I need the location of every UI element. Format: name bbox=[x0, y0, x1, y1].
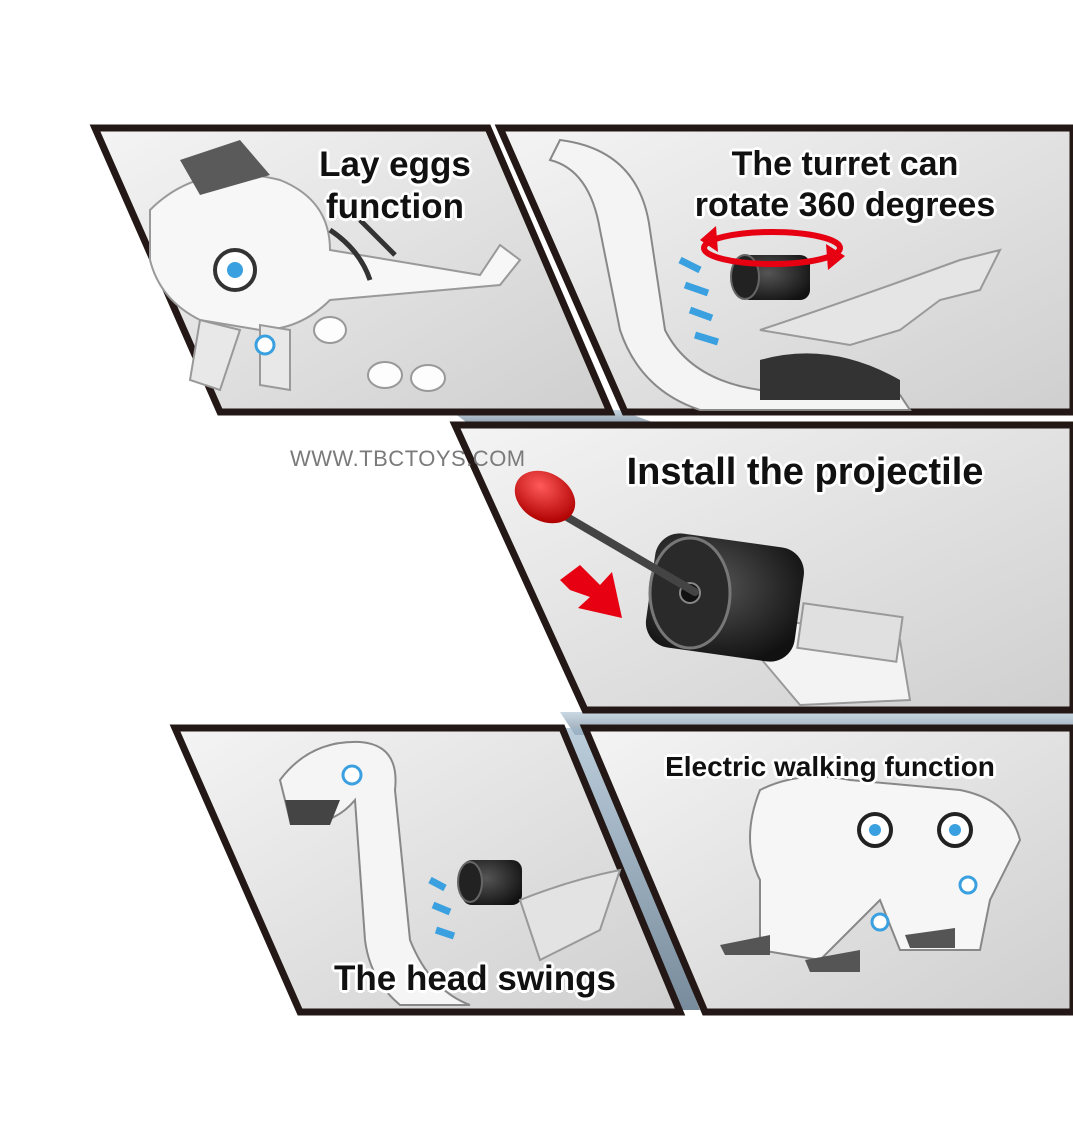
walking-label: Electric walking function bbox=[665, 751, 995, 782]
panel-walking bbox=[579, 724, 1073, 1016]
insert-arrow-icon bbox=[560, 565, 622, 618]
turret-label-line2: rotate 360 degrees bbox=[694, 185, 996, 224]
projectile-dart bbox=[514, 470, 699, 596]
dino-head-illustration bbox=[278, 740, 622, 1006]
lay-eggs-label-line1: Lay eggs bbox=[319, 145, 471, 184]
turret-label-line1: The turret can bbox=[731, 145, 959, 183]
panel-head-swings bbox=[169, 724, 686, 1016]
turret-label: The turret can rotate 360 degrees bbox=[660, 144, 1030, 226]
watermark-text: WWW.TBCTOYS.COM bbox=[290, 446, 526, 471]
rotate-arrows-icon bbox=[700, 226, 845, 270]
head-swings-label: The head swings bbox=[334, 959, 616, 998]
projectile-label: Install the projectile bbox=[626, 451, 984, 493]
lay-eggs-label: Lay eggs function bbox=[300, 144, 490, 228]
eggs bbox=[313, 316, 446, 392]
launcher-illustration bbox=[645, 533, 912, 707]
panel-turret bbox=[494, 124, 1073, 416]
dino-turret-illustration bbox=[548, 138, 1002, 411]
panel-projectile bbox=[449, 421, 1073, 714]
dino-eggs-illustration bbox=[149, 140, 522, 392]
panel-lay-eggs bbox=[89, 124, 616, 416]
dino-walking-illustration bbox=[720, 775, 1022, 972]
lay-eggs-label-line2: function bbox=[325, 187, 465, 226]
